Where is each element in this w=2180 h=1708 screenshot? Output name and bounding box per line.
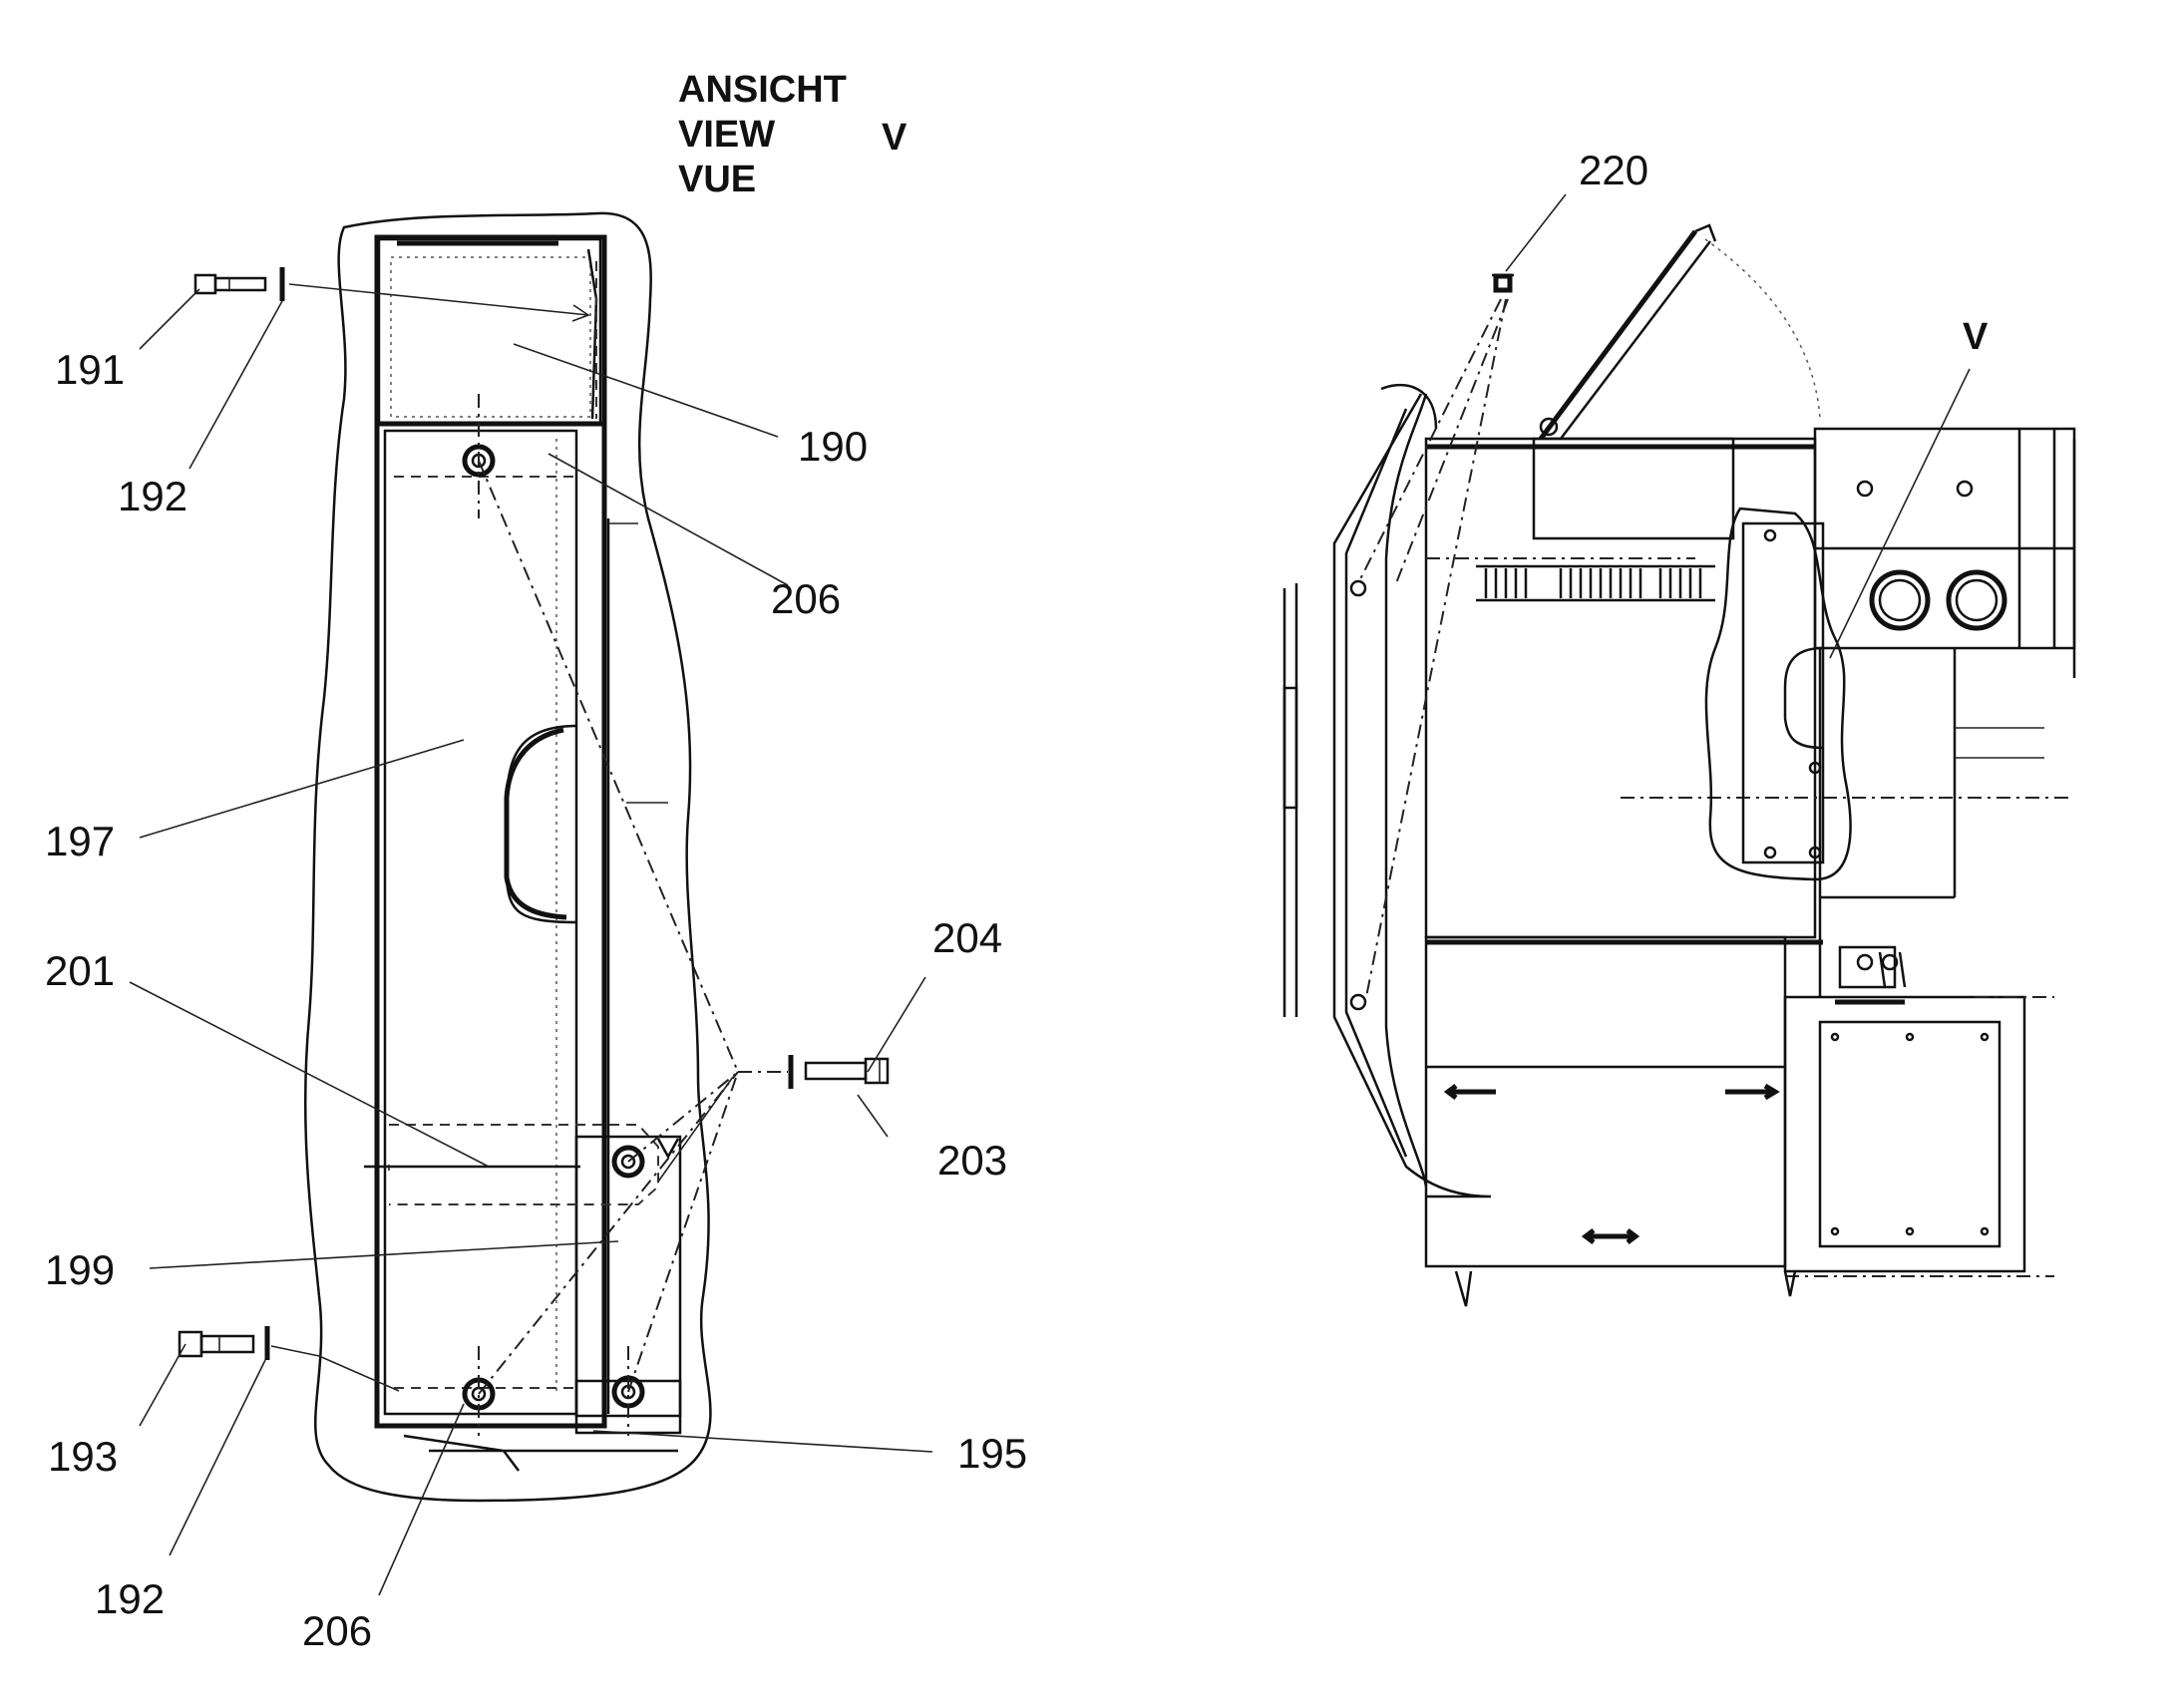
bolt-195 (611, 1346, 645, 1436)
callout-203: 203 (937, 1137, 1007, 1184)
header-ansicht: ANSICHT (678, 69, 847, 111)
screw-lower (1349, 993, 1367, 1011)
header-view: VIEW (678, 114, 775, 156)
callout-192-top: 192 (118, 473, 187, 519)
callout-193: 193 (48, 1433, 118, 1480)
vent-grille (1484, 568, 1702, 598)
leader-lines-left (129, 288, 933, 1596)
leader-220 (1505, 193, 1567, 272)
view-marker-label: V (1963, 316, 1989, 358)
handle-cutout (505, 724, 577, 924)
callout-206-bottom: 206 (302, 1607, 372, 1654)
screw-upper (1349, 579, 1367, 597)
round-port-right (1946, 569, 2007, 631)
bolt-193 (178, 1326, 270, 1360)
assembly-lines-203 (478, 460, 788, 1395)
panel-197 (383, 429, 578, 1416)
overview-cloud (1704, 507, 1852, 881)
callout-190: 190 (798, 423, 868, 470)
view-header-block: ANSICHT VIEW VUE V (678, 69, 908, 200)
callout-195: 195 (957, 1430, 1027, 1477)
detail-cloud-outline (303, 211, 712, 1503)
machine-front-outline (1332, 393, 1492, 1198)
callout-191: 191 (55, 346, 125, 393)
bolt-191 (193, 267, 285, 301)
machine-overview (1282, 193, 2076, 1307)
housing-frame (374, 234, 607, 1429)
round-port-left (1869, 569, 1931, 631)
bolt-203 (788, 1055, 890, 1089)
callout-201: 201 (45, 947, 115, 994)
grip-handle (504, 727, 567, 920)
plug-220 (1492, 273, 1514, 293)
bolt-206-bottom (462, 1346, 496, 1436)
service-panel (1818, 1020, 2001, 1248)
cover-190 (377, 237, 602, 426)
leader-v (1829, 368, 1971, 659)
callout-220: 220 (1579, 147, 1648, 193)
cover-190-inner (390, 256, 591, 418)
raised-lid (1538, 223, 1821, 441)
detail-view-v (129, 211, 933, 1596)
detail-panel-location (1741, 521, 1825, 864)
bolt-206-top (462, 394, 496, 518)
callout-204: 204 (932, 914, 1002, 961)
callout-206-top: 206 (771, 575, 841, 622)
callout-199: 199 (45, 1246, 115, 1293)
header-vue: VUE (678, 159, 756, 200)
bolt-201 (611, 1145, 645, 1179)
header-view-letter: V (882, 117, 908, 159)
callout-labels: 191 192 190 206 197 201 204 203 199 193 … (45, 147, 1648, 1654)
callout-197: 197 (45, 818, 115, 864)
bracket-199 (574, 1135, 682, 1418)
callout-192-bottom: 192 (95, 1575, 165, 1622)
